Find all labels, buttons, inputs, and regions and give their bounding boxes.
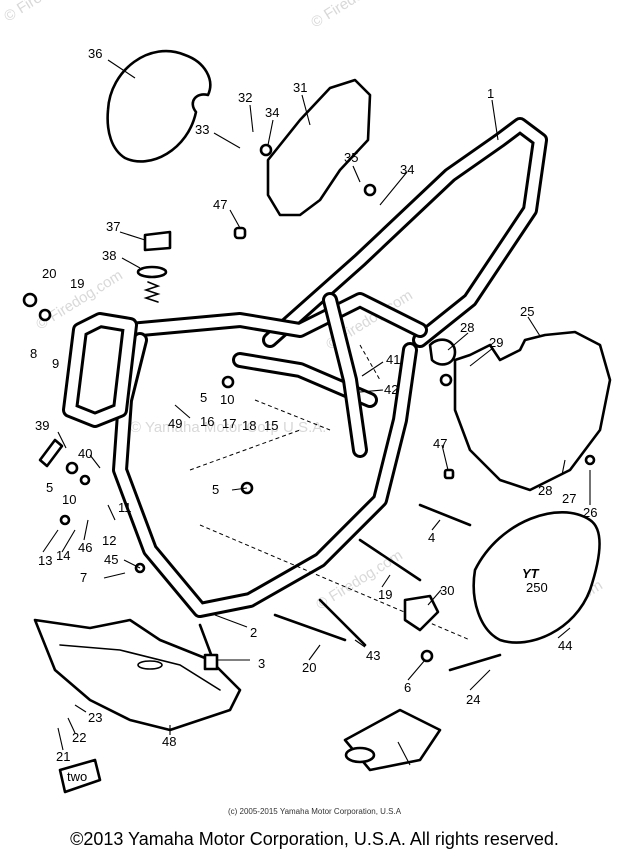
callout: 16 <box>200 414 214 429</box>
callout: 15 <box>264 418 278 433</box>
side-cover <box>266 78 372 217</box>
footer-copyright: ©2013 Yamaha Motor Corporation, U.S.A. A… <box>70 829 559 849</box>
callout: 5 <box>212 482 219 497</box>
callout: 43 <box>366 648 380 663</box>
callout: 23 <box>88 710 102 725</box>
callout: 4 <box>428 530 435 545</box>
callout: 33 <box>195 122 209 137</box>
decal-text: YT <box>522 566 540 581</box>
callout: 6 <box>404 680 411 695</box>
callout: 47 <box>433 436 447 451</box>
callout: 34 <box>400 162 414 177</box>
inner-copyright: (c) 2005-2015 Yamaha Motor Corporation, … <box>227 807 402 816</box>
watermark: © Firedog.com <box>1 0 94 25</box>
callout: 5 <box>200 390 207 405</box>
callout: 20 <box>302 660 316 675</box>
callout: 7 <box>80 570 87 585</box>
skid-hole <box>137 660 163 670</box>
callout: 44 <box>558 638 572 653</box>
callout: 48 <box>162 734 176 749</box>
callout: 49 <box>168 416 182 431</box>
callout: 30 <box>440 583 454 598</box>
callout: 14 <box>56 548 70 563</box>
callout: 17 <box>222 416 236 431</box>
alignment-lines <box>189 344 471 641</box>
callout: 35 <box>344 150 358 165</box>
callout: 38 <box>102 248 116 263</box>
callout: 41 <box>386 352 400 367</box>
callout: 5 <box>46 480 53 495</box>
decal-text: 250 <box>526 580 548 595</box>
callout-numbers: 36 32 34 31 1 33 35 34 47 37 38 20 19 8 … <box>30 46 597 764</box>
callout: 27 <box>562 491 576 506</box>
callout: 2 <box>250 625 257 640</box>
callout: 26 <box>583 505 597 520</box>
callout: 46 <box>78 540 92 555</box>
fasteners <box>22 143 596 663</box>
watermark: © Firedog.com <box>308 0 401 31</box>
side-number-plate <box>106 49 212 163</box>
callout: 3 <box>258 656 265 671</box>
bushing-pipe <box>38 438 64 468</box>
callout: 18 <box>242 418 256 433</box>
callout: 19 <box>70 276 84 291</box>
skid-tag <box>58 758 102 794</box>
callout: 13 <box>38 553 52 568</box>
callout: 37 <box>106 219 120 234</box>
steering-nut <box>143 230 172 252</box>
callout: 29 <box>489 335 503 350</box>
callout: 40 <box>78 446 92 461</box>
callout: 20 <box>42 266 56 281</box>
callout: 25 <box>520 304 534 319</box>
callout: 19 <box>378 587 392 602</box>
callout: 47 <box>213 197 227 212</box>
callout: 12 <box>102 533 116 548</box>
number-plate <box>472 511 601 644</box>
callout: 22 <box>72 730 86 745</box>
callout: 1 <box>487 86 494 101</box>
callout: 42 <box>384 382 398 397</box>
skid-tag-text: two <box>67 769 87 784</box>
callout: 36 <box>88 46 102 61</box>
callout: 10 <box>62 492 76 507</box>
bolts <box>198 503 502 672</box>
callout: 10 <box>220 392 234 407</box>
callout: 39 <box>35 418 49 433</box>
callout: 34 <box>265 105 279 120</box>
callout: 9 <box>52 356 59 371</box>
right-side-cover <box>453 330 612 492</box>
skid-plate <box>33 618 242 732</box>
callout: 31 <box>293 80 307 95</box>
callout: 11 <box>118 500 132 515</box>
callout: 8 <box>30 346 37 361</box>
callout: 28 <box>460 320 474 335</box>
spring <box>143 281 161 303</box>
leader-lines <box>42 59 591 766</box>
washer <box>136 265 168 279</box>
watermark: © Yamaha Motor Corp U.S.A. <box>130 419 326 436</box>
callout: 32 <box>238 90 252 105</box>
callout: 21 <box>56 749 70 764</box>
callout: 24 <box>466 692 480 707</box>
callout: 28 <box>538 483 552 498</box>
main-frame <box>62 117 548 618</box>
callout: 45 <box>104 552 118 567</box>
